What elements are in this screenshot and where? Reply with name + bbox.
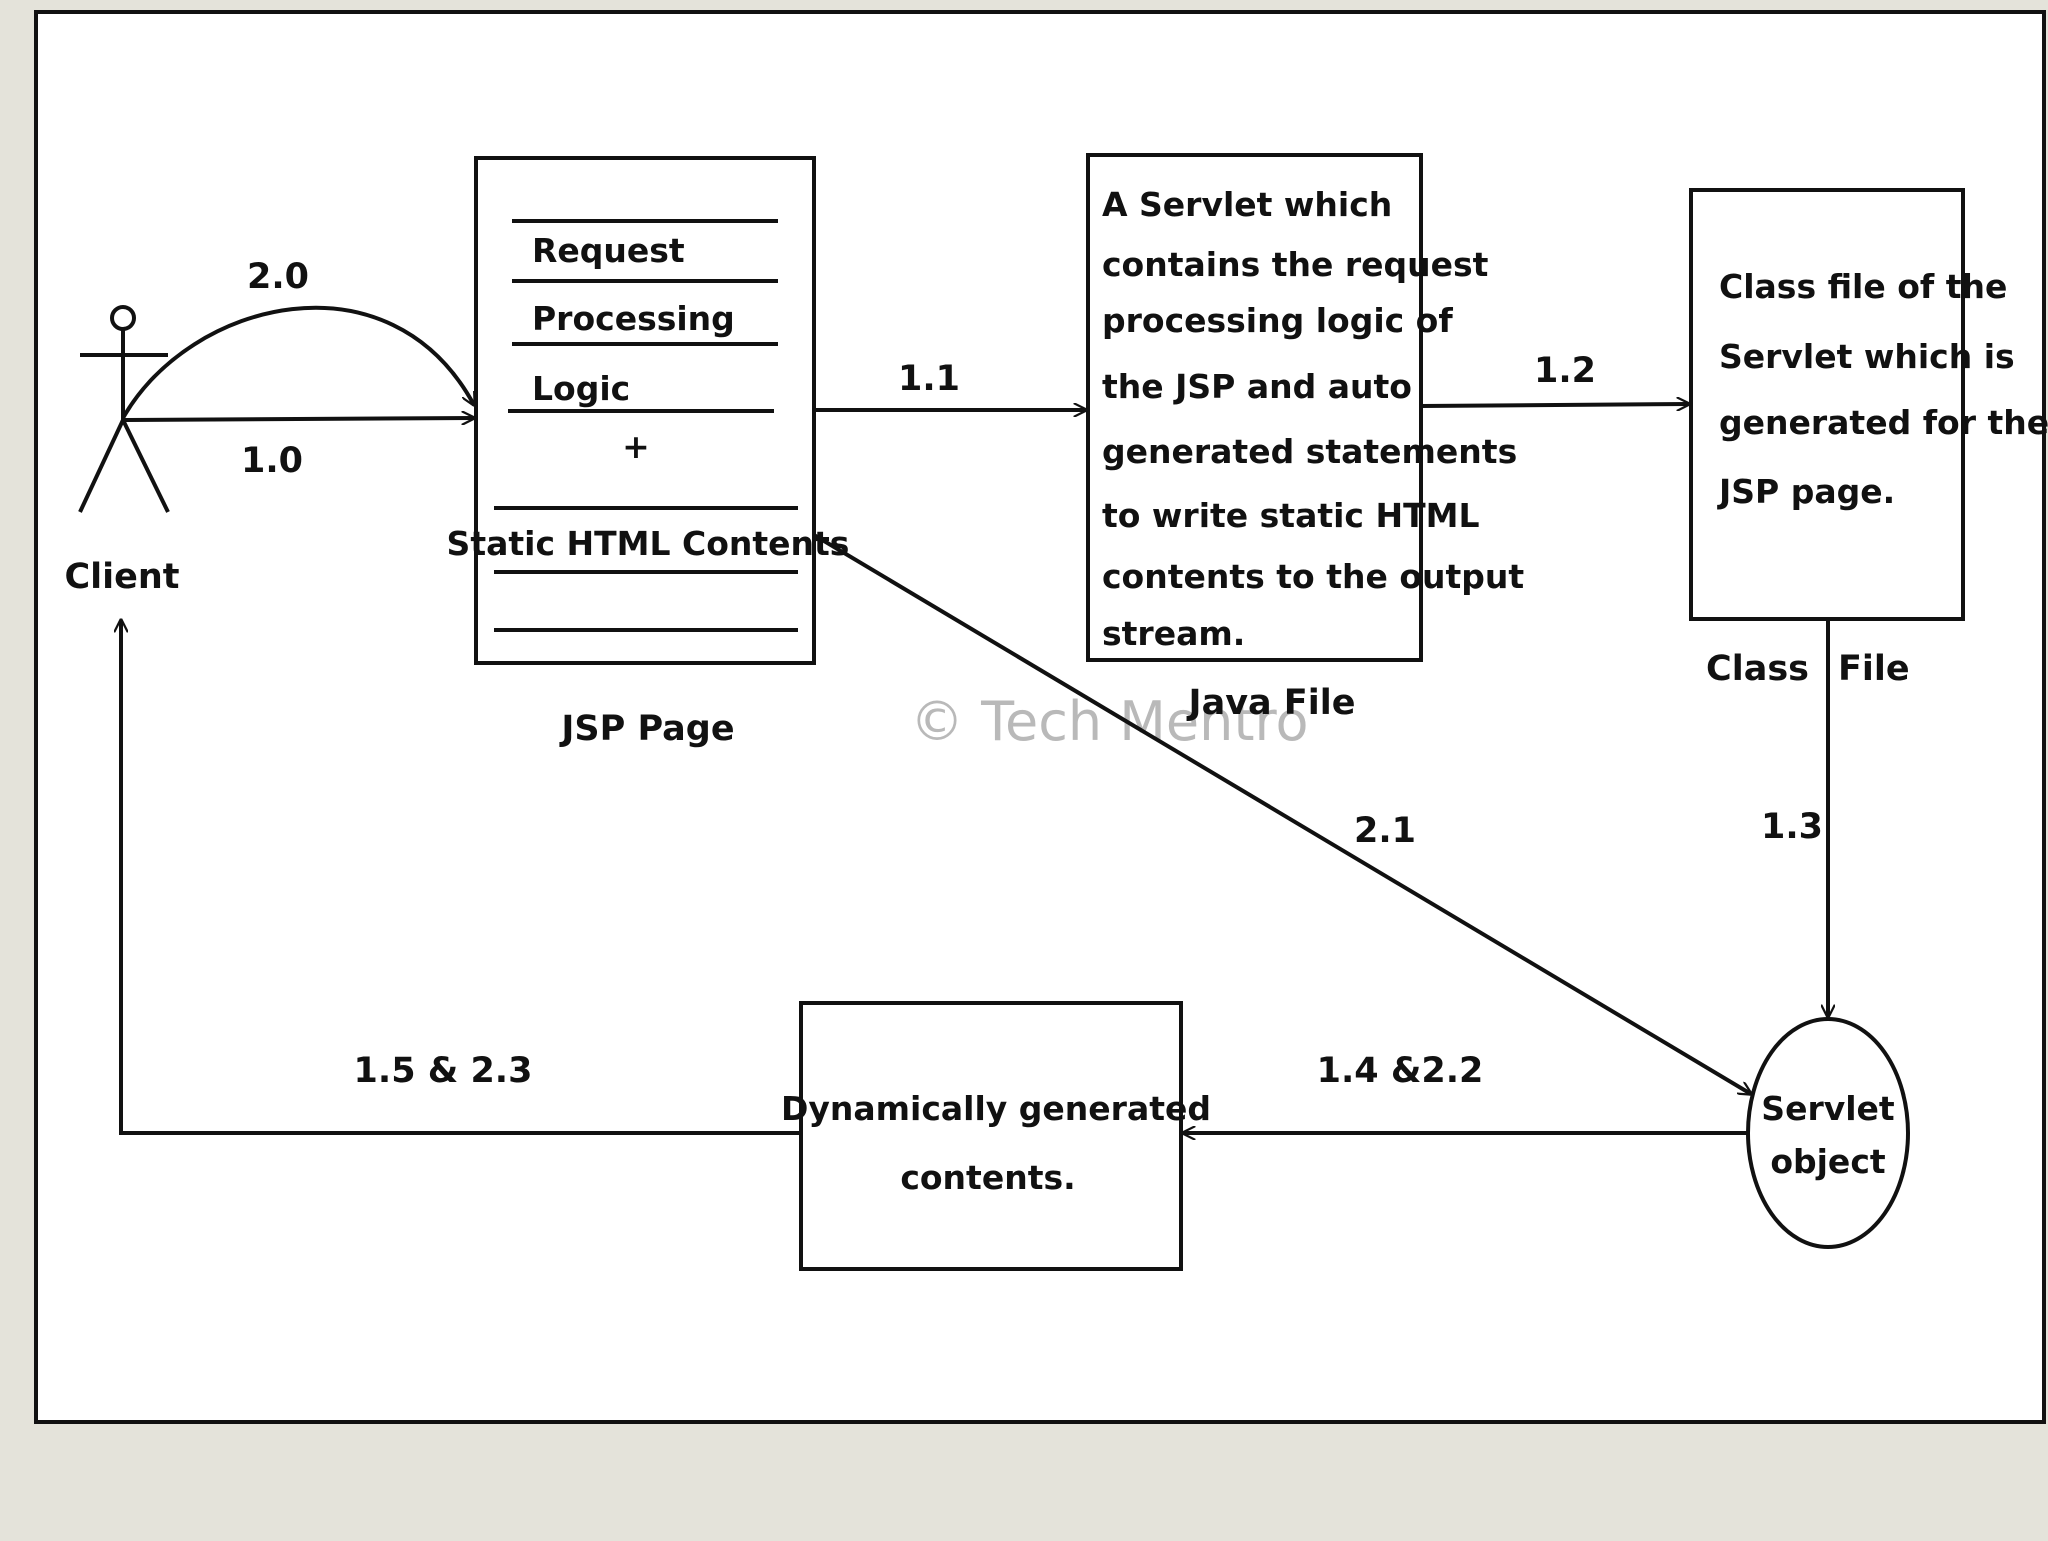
label-1-0: 1.0: [241, 441, 303, 481]
java-line-6: to write static HTML: [1102, 496, 1479, 535]
jsp-line-plus: +: [622, 427, 650, 466]
arrow-1-5-2-3: [121, 620, 801, 1135]
label-1-2: 1.2: [1534, 351, 1596, 391]
label-2-0: 2.0: [247, 257, 309, 297]
jsp-page-box: Request Processing Logic + Static HTML C…: [447, 156, 850, 665]
jsp-page-caption: JSP Page: [559, 709, 734, 749]
arrow-1-2: [1420, 404, 1689, 406]
label-2-1: 2.1: [1354, 811, 1416, 851]
class-line-1: Class file of the: [1719, 267, 2007, 306]
servlet-line-2: object: [1770, 1142, 1886, 1181]
java-line-2: contains the request: [1102, 245, 1489, 284]
arrow-2-1: [812, 533, 1751, 1094]
arrow-2-0: [121, 305, 474, 419]
dynamic-contents-box: Dynamically generated contents.: [781, 1001, 1211, 1271]
client-actor-icon: [78, 305, 170, 513]
java-line-7: contents to the output: [1102, 557, 1524, 596]
arrow-1-0: [122, 418, 474, 420]
class-file-box: Class file of the Servlet which is gener…: [1689, 188, 2048, 621]
label-1-5-2-3: 1.5 & 2.3: [354, 1051, 533, 1091]
java-line-5: generated statements: [1102, 432, 1517, 471]
servlet-line-1: Servlet: [1761, 1089, 1895, 1128]
dynamic-line-1: Dynamically generated: [781, 1089, 1211, 1128]
java-line-4: the JSP and auto: [1102, 367, 1412, 406]
dynamic-line-2: contents.: [900, 1158, 1075, 1197]
java-file-box: A Servlet which contains the request pro…: [1086, 153, 1524, 662]
jsp-line-static-html: Static HTML Contents: [447, 524, 850, 563]
class-line-2: Servlet which is: [1719, 337, 2015, 376]
java-file-caption: Java File: [1187, 683, 1356, 723]
java-line-1: A Servlet which: [1102, 185, 1392, 224]
jsp-line-logic: Logic: [532, 369, 630, 408]
jsp-line-request: Request: [532, 231, 685, 270]
label-1-4-2-2: 1.4 &2.2: [1317, 1051, 1484, 1091]
class-file-caption-left: Class: [1706, 649, 1809, 689]
diagram-panel: [34, 10, 2046, 1424]
java-line-8: stream.: [1102, 614, 1245, 653]
servlet-object-node: Servlet object: [1746, 1017, 1910, 1249]
class-file-caption-right: File: [1838, 649, 1910, 689]
class-line-3: generated for the: [1719, 403, 2048, 442]
label-1-1: 1.1: [898, 359, 960, 399]
class-line-4: JSP page.: [1717, 472, 1895, 511]
jsp-line-processing: Processing: [532, 299, 735, 338]
watermark: © Tech Mentro: [910, 690, 1309, 753]
java-line-3: processing logic of: [1102, 301, 1453, 340]
client-label: Client: [64, 557, 179, 597]
label-1-3: 1.3: [1761, 807, 1823, 847]
